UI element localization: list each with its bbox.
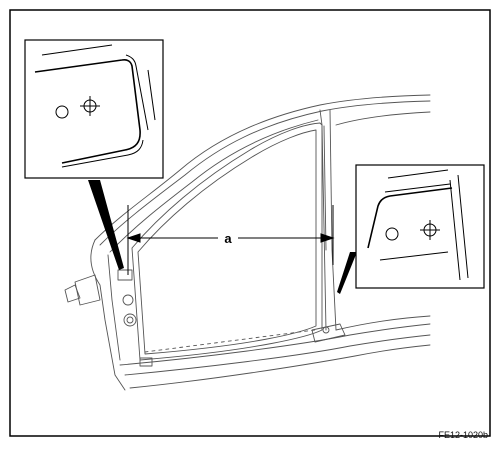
rear-opening-top <box>335 111 431 126</box>
detail-left-edge-2 <box>125 54 149 131</box>
b-pillar-mid <box>323 125 327 251</box>
b-pillar-front <box>319 109 327 331</box>
detail-right-panel-edge <box>367 187 453 249</box>
car-body-side-frame <box>64 94 431 391</box>
detail-right-edge-5 <box>449 179 461 281</box>
a-pillar-outer <box>90 239 126 391</box>
hinge-plate <box>117 269 133 281</box>
detail-right-hole <box>385 227 399 241</box>
b-pillar-base <box>311 323 346 343</box>
sill-lower <box>129 344 431 389</box>
figure-id: FE12-1020b <box>438 430 488 440</box>
detail-callout-left <box>24 39 164 270</box>
b-pillar-rear <box>329 109 337 331</box>
a-pillar-inner <box>107 254 121 361</box>
roof-line-third <box>109 119 319 253</box>
detail-right-edge-4 <box>457 174 469 279</box>
roof-line-outer <box>94 94 431 241</box>
detail-left-edge-1 <box>41 44 113 56</box>
sill-bracket <box>139 357 153 367</box>
hinge-hole-lower <box>123 313 137 327</box>
detail-right-edge-3 <box>379 251 449 261</box>
front-door-opening-inner <box>137 129 317 355</box>
detail-box-right <box>355 164 485 289</box>
detail-left-panel-edge <box>34 59 141 164</box>
sill-mid <box>124 334 431 376</box>
arrowhead-right <box>320 233 335 243</box>
detail-left-hole <box>55 105 69 119</box>
roof-line-inner <box>99 100 431 246</box>
detail-right-edge-2 <box>384 183 451 193</box>
detail-box-left <box>24 39 164 179</box>
rear-opening-bottom <box>335 315 431 331</box>
hinge-hole-upper <box>122 294 134 306</box>
detail-left-edge-4 <box>147 69 156 121</box>
detail-left-edge-3 <box>61 139 144 168</box>
dimension-a <box>126 205 335 275</box>
callout-pointer-left <box>88 180 124 270</box>
detail-right-edge-1 <box>387 169 449 179</box>
arrowhead-left <box>126 233 141 243</box>
hinge-hole-lower-inner <box>126 316 134 324</box>
dimension-label: a <box>224 231 232 246</box>
hinge-tab <box>64 284 81 303</box>
front-door-opening <box>131 122 323 361</box>
callout-pointer-right <box>337 252 357 294</box>
hinge-bracket <box>74 274 101 306</box>
b-pillar-base-hole <box>322 326 330 334</box>
detail-callout-right <box>337 164 485 294</box>
door-seal-dashes <box>144 329 316 353</box>
